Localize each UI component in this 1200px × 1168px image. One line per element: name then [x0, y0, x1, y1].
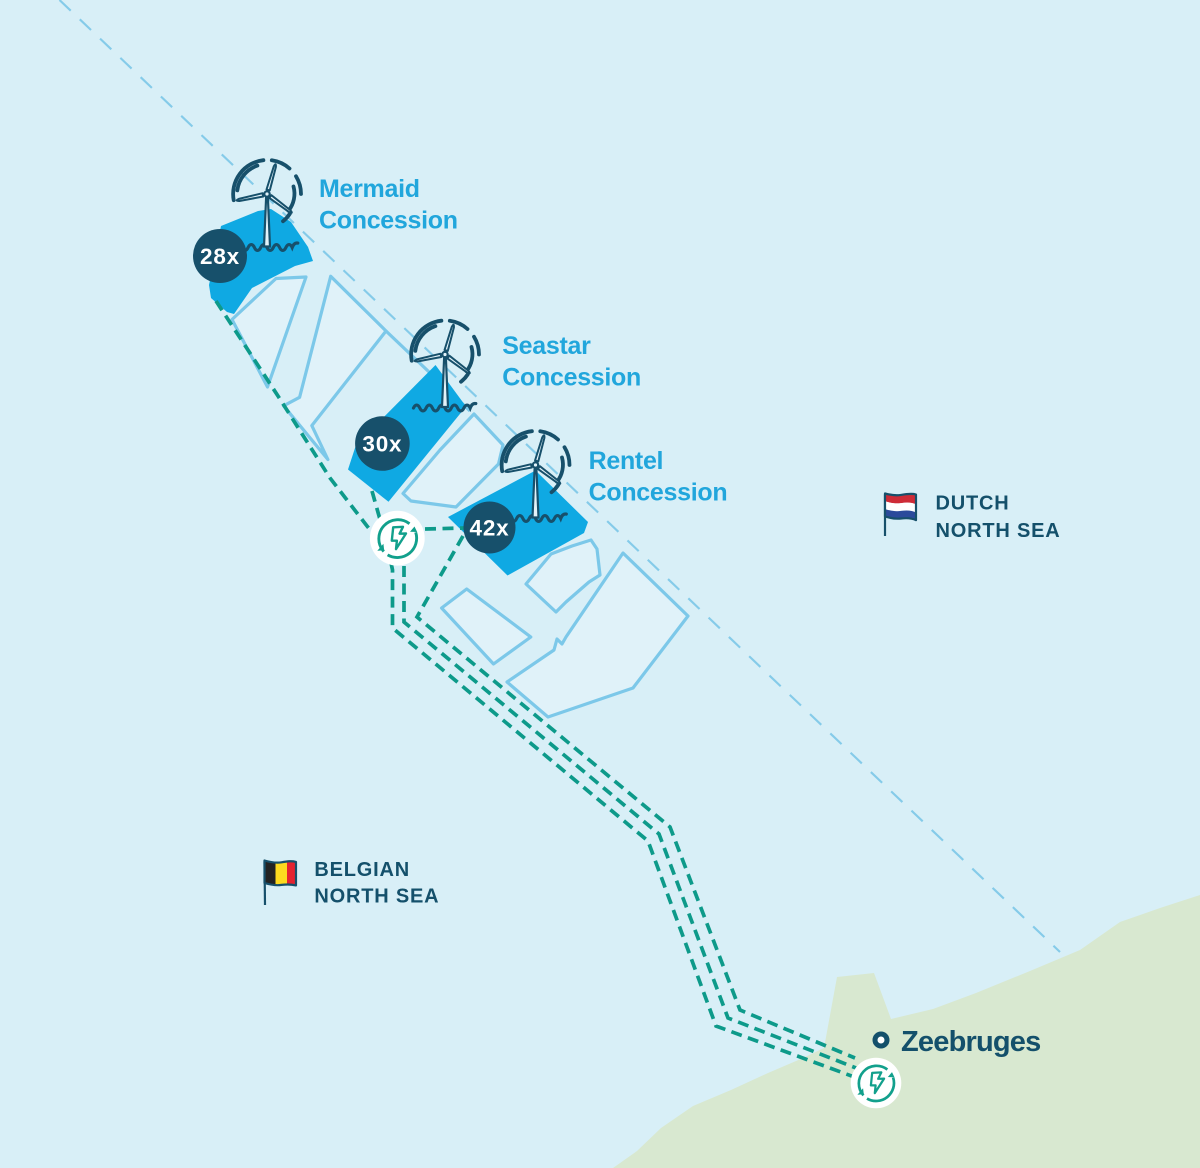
svg-text:Concession: Concession [589, 479, 728, 507]
svg-text:NORTH SEA: NORTH SEA [314, 886, 439, 908]
svg-text:30x: 30x [362, 432, 402, 457]
svg-text:NORTH SEA: NORTH SEA [936, 520, 1061, 542]
svg-text:DUTCH: DUTCH [936, 493, 1010, 515]
svg-text:Concession: Concession [319, 207, 458, 235]
svg-text:Concession: Concession [502, 364, 641, 392]
svg-text:BELGIAN: BELGIAN [314, 859, 410, 881]
svg-text:28x: 28x [200, 244, 240, 269]
svg-text:Seastar: Seastar [502, 332, 591, 360]
svg-text:Rentel: Rentel [589, 447, 664, 475]
svg-text:Mermaid: Mermaid [319, 175, 420, 203]
svg-text:42x: 42x [470, 516, 510, 541]
svg-text:Zeebruges: Zeebruges [901, 1026, 1040, 1058]
